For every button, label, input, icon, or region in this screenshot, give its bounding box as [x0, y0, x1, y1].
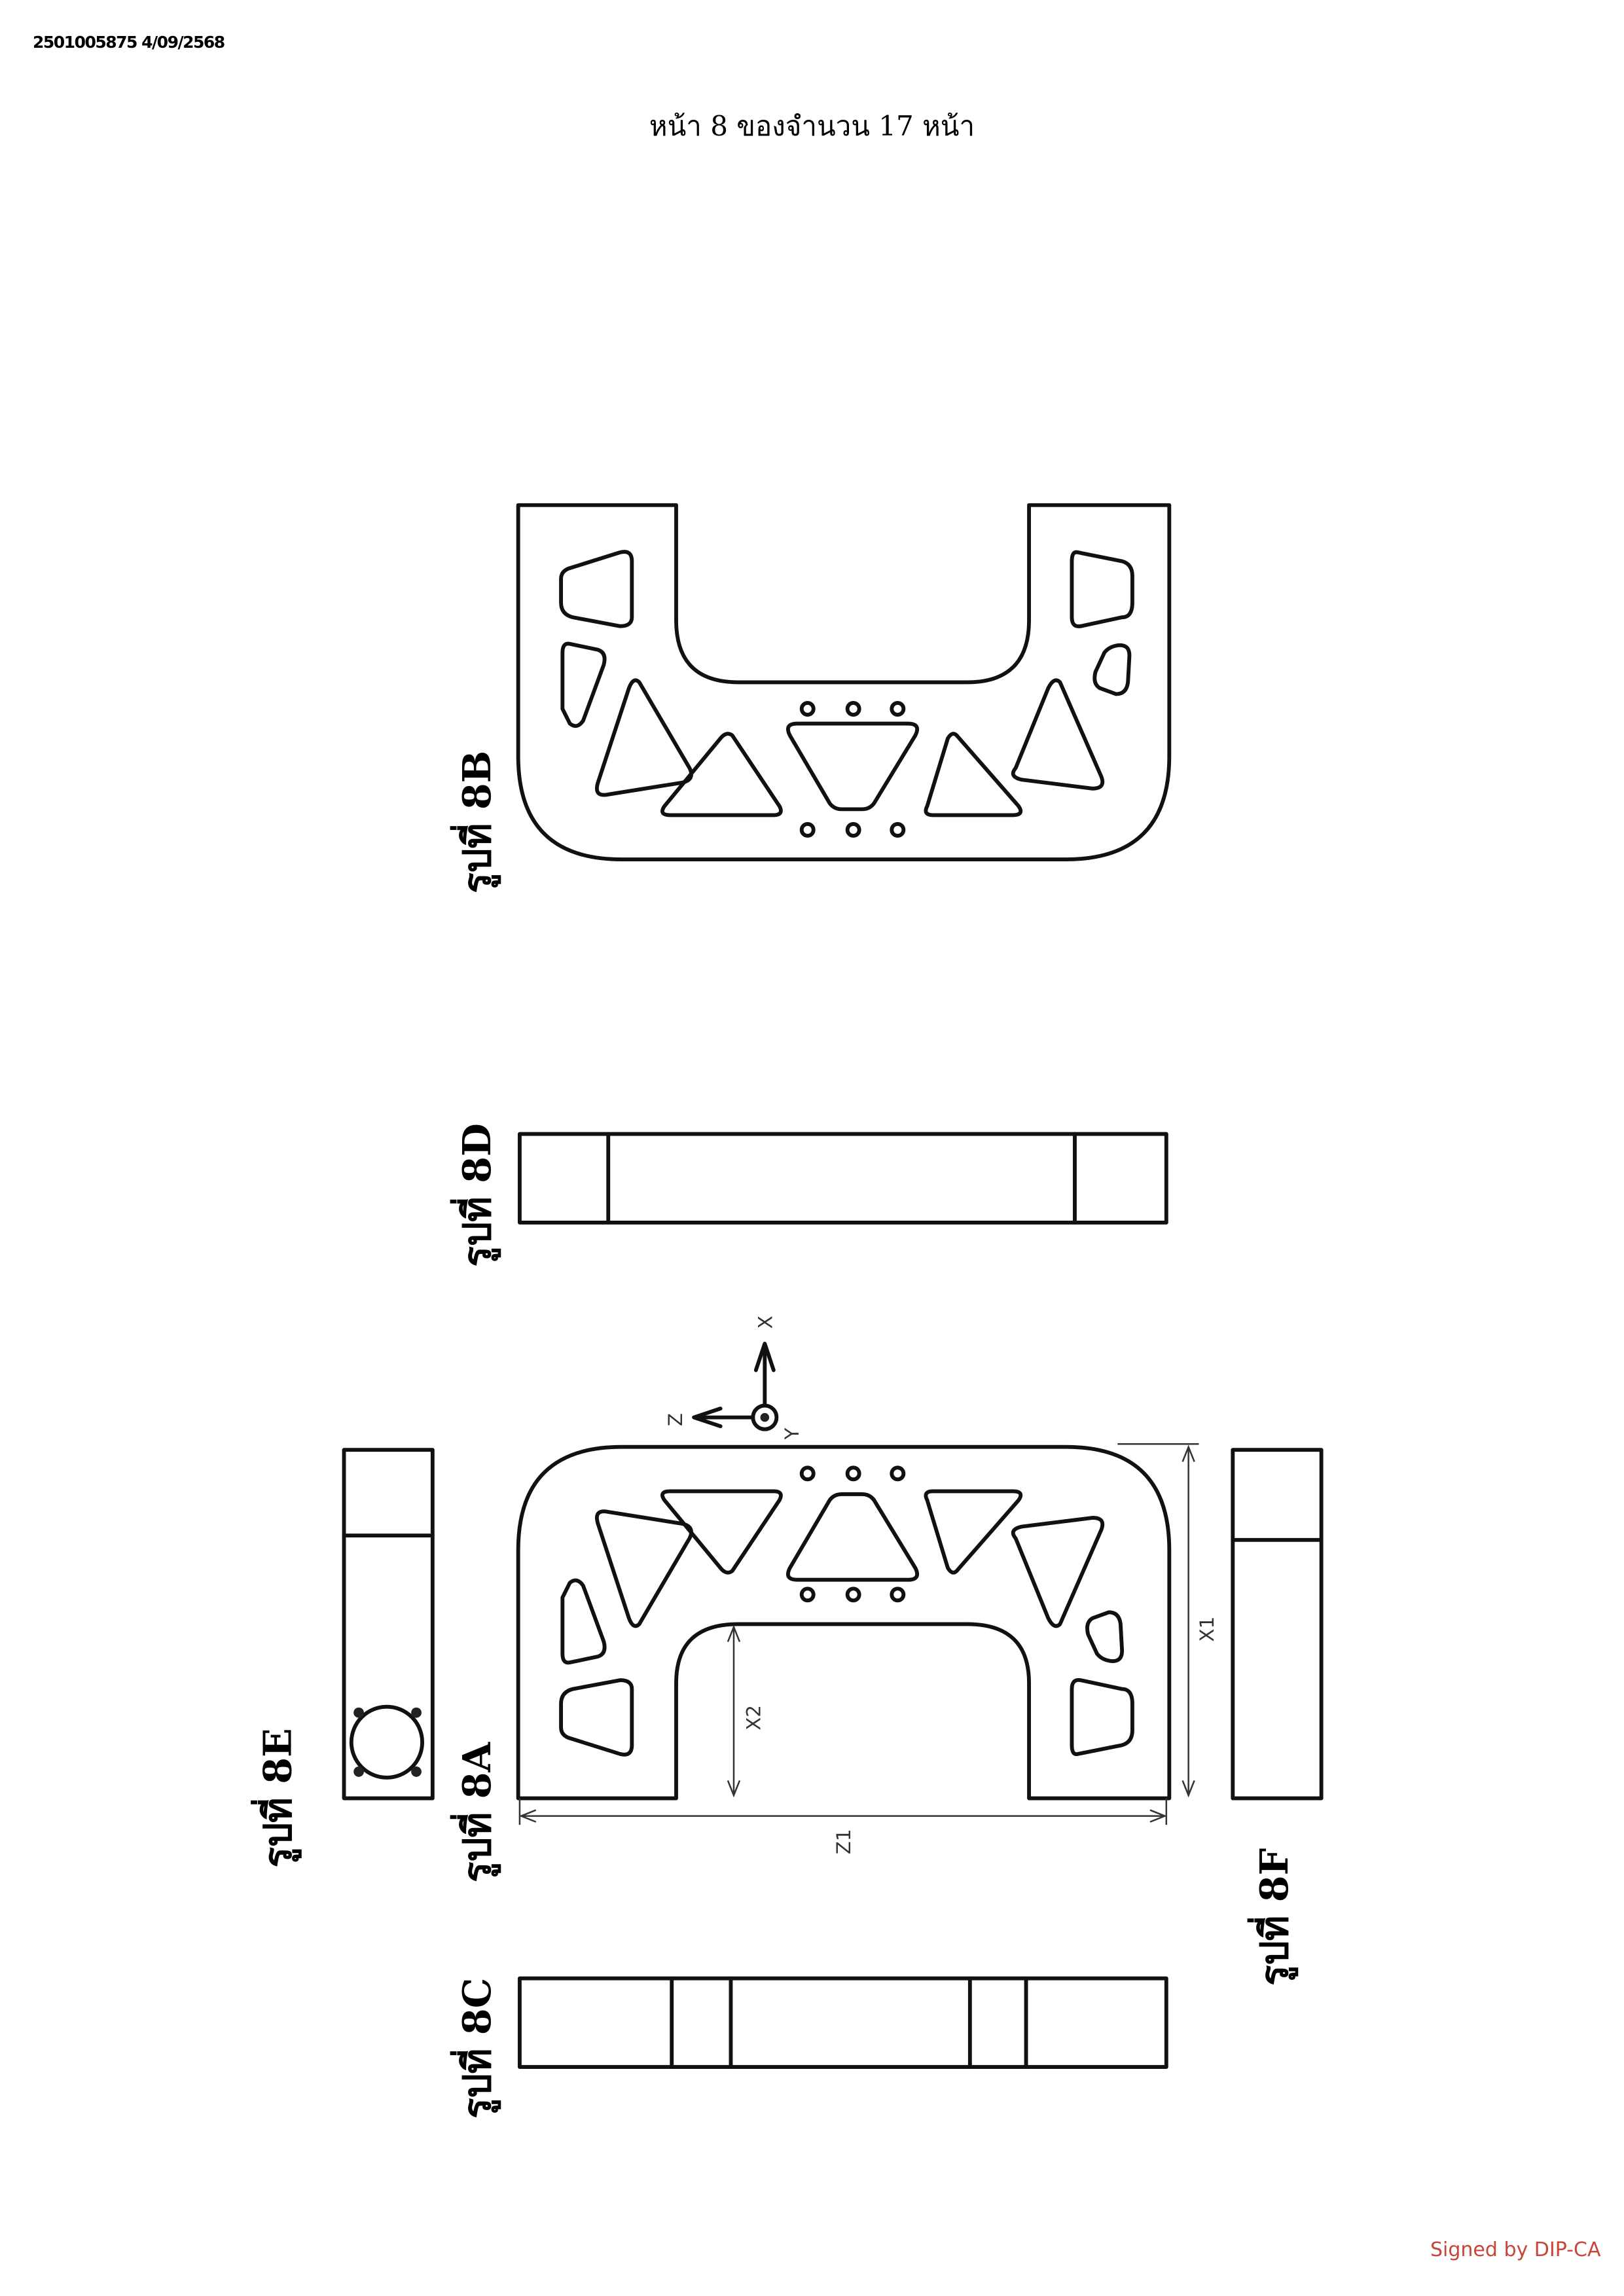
figure-8a: X1 X2 Z1 รูปที่ 8A	[450, 1443, 1218, 1883]
axis-label-y: Y	[781, 1427, 803, 1440]
page-indicator: หน้า 8 ของจำนวน 17 หน้า	[649, 110, 975, 142]
coordinate-axes: X Z Y	[664, 1316, 803, 1440]
figure-8b: รูปที่ 8B	[450, 503, 1172, 893]
axis-label-x: X	[755, 1316, 777, 1329]
dimension-label-x1: X1	[1196, 1617, 1218, 1642]
bolt-holes	[799, 701, 906, 838]
dimension-z1: Z1	[518, 1798, 1168, 1855]
bolt-holes	[799, 1465, 906, 1603]
dimension-label-x2: X2	[743, 1705, 765, 1731]
figure-8f: รูปที่ 8F	[1231, 1448, 1324, 1986]
figure-8d: รูปที่ 8D	[450, 1123, 1168, 1267]
figure-label-8c: รูปที่ 8C	[450, 1978, 501, 2119]
cutouts	[559, 550, 1134, 817]
figure-label-8e: รูปที่ 8E	[251, 1728, 301, 1867]
dimension-x2: X2	[727, 1624, 765, 1798]
figure-label-8f: รูปที่ 8F	[1248, 1848, 1298, 1986]
document-id: 2501005875 4/09/2568	[33, 33, 225, 52]
cutouts	[559, 1489, 1134, 1757]
dimension-label-z1: Z1	[833, 1829, 855, 1855]
axis-label-z: Z	[664, 1413, 687, 1426]
digital-signature: Signed by DIP-CA	[1430, 2238, 1601, 2261]
figure-label-8d: รูปที่ 8D	[450, 1123, 501, 1266]
figure-label-8a: รูปที่ 8A	[450, 1742, 501, 1883]
figure-8c: รูปที่ 8C	[450, 1976, 1168, 2119]
dimension-x1: X1	[1117, 1443, 1218, 1798]
figure-8e: รูปที่ 8E	[251, 1448, 435, 1868]
figure-label-8b: รูปที่ 8B	[450, 751, 501, 893]
